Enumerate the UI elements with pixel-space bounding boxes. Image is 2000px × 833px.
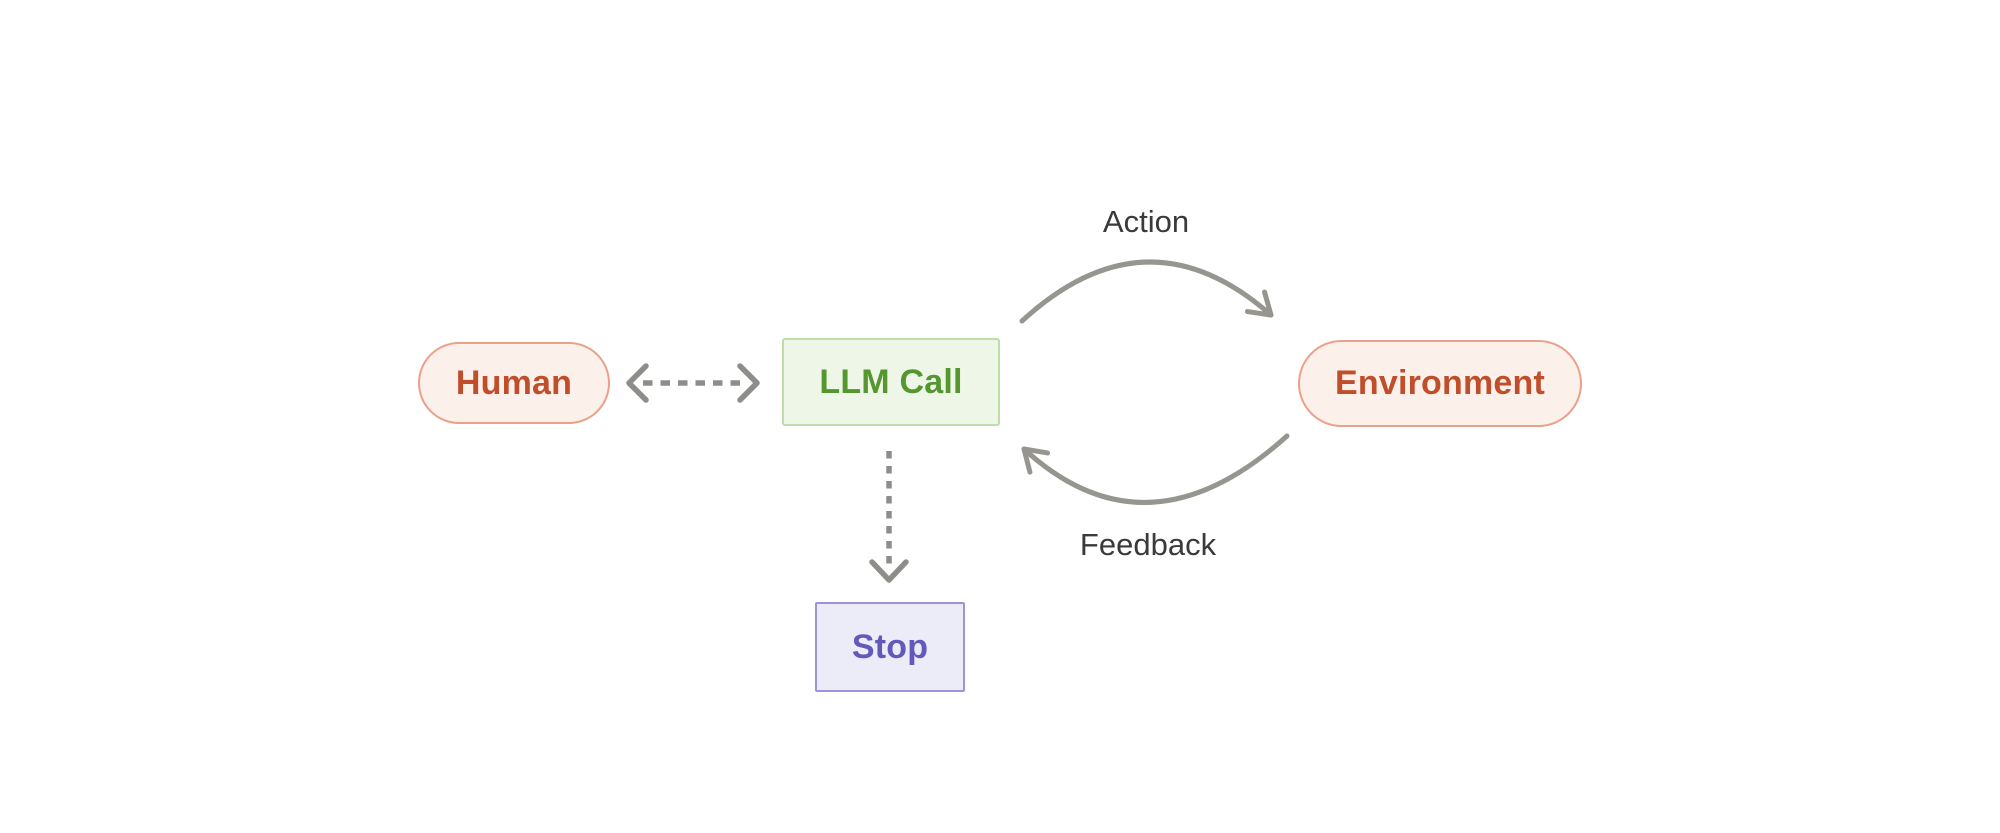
node-stop: Stop [815, 602, 965, 692]
human-llm-right-arrowhead-icon [737, 363, 760, 403]
node-environment: Environment [1298, 340, 1582, 427]
node-human-label: Human [455, 363, 573, 402]
feedback-arc-arrow [1021, 433, 1290, 505]
edge-label-action: Action [1102, 204, 1190, 239]
node-stop-label: Stop [851, 627, 929, 666]
node-llm-call-label: LLM Call [819, 362, 963, 401]
node-environment-label: Environment [1334, 364, 1545, 402]
llm-stop-arrowhead-icon [869, 559, 909, 583]
node-llm-call: LLM Call [782, 338, 1000, 426]
human-llm-left-arrowhead-icon [626, 363, 649, 403]
edge-label-feedback: Feedback [1079, 527, 1217, 562]
node-human: Human [418, 342, 610, 424]
action-arc-arrow [1019, 259, 1274, 324]
